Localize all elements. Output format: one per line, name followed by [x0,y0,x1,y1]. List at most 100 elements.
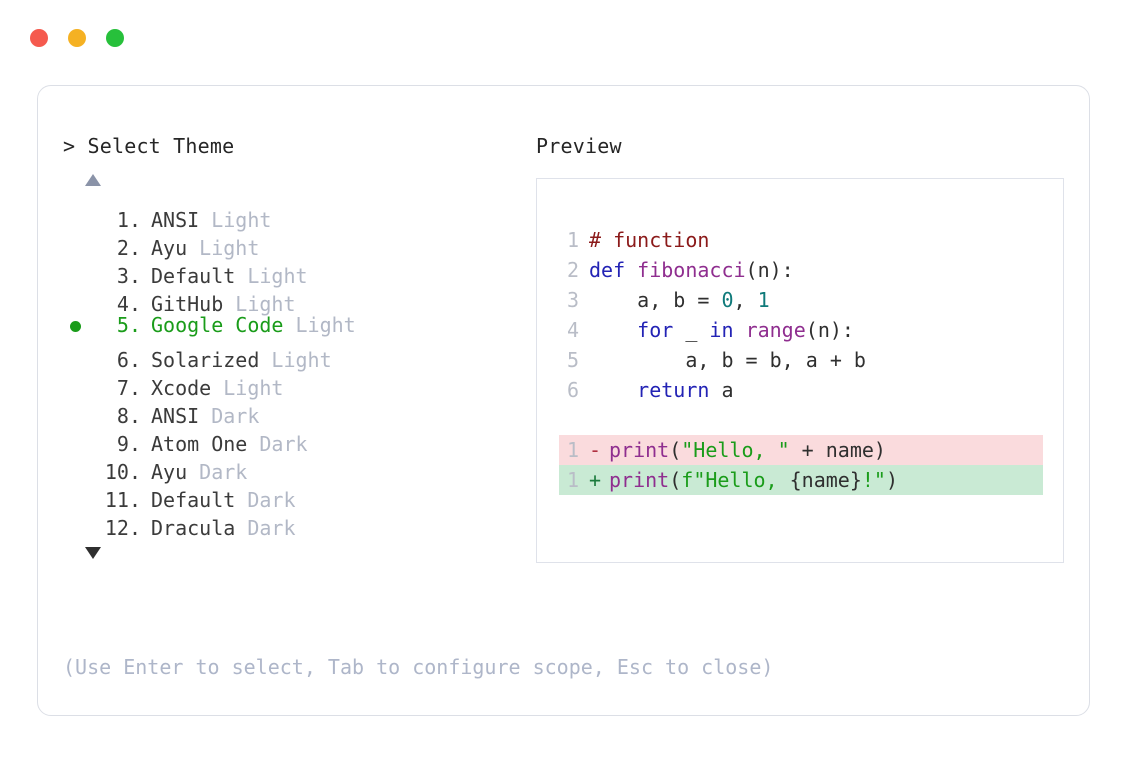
theme-item-index: 12. [104,516,141,540]
code-token-plain: {name} [789,468,862,492]
theme-item-variant: Light [235,264,308,288]
theme-item-variant: Dark [235,516,296,540]
code-token-keyword: return [637,378,710,402]
code-token-comment: # function [589,228,710,252]
theme-list-item[interactable]: 7.Xcode Light [63,367,533,400]
theme-item-variant: Light [199,208,272,232]
code-token-func: fibonacci [637,258,746,282]
code-token-plain: a, b = b, a + b [589,348,866,372]
keyboard-hint: (Use Enter to select, Tab to configure s… [63,655,774,679]
theme-item-name: GitHub Light [151,292,296,316]
theme-item-index: 11. [104,488,141,512]
theme-item-index: 2. [116,236,141,260]
theme-item-index: 5. [116,313,141,337]
theme-item-name: Solarized Light [151,348,332,372]
line-number: 6 [566,378,579,402]
code-token-plain: + name) [789,438,886,462]
code-diff-line-add: 1+print(f"Hello, {name}!") [559,465,1043,495]
code-line-text: print("Hello, " + name) [609,435,886,465]
code-token-string: "Hello, " [681,438,790,462]
theme-item-name: Atom One Dark [151,432,308,456]
theme-item-name: Dracula Dark [151,516,296,540]
close-window-button[interactable] [30,29,48,47]
code-token-plain: a, b = [589,288,722,312]
theme-item-variant: Dark [235,488,296,512]
theme-list-item[interactable]: 6. Solarized Light [63,339,533,372]
theme-list-item[interactable]: 12. Dracula Dark [63,507,533,540]
theme-list-item[interactable]: 4. GitHub Light [63,283,533,316]
theme-item-variant: Light [211,376,284,400]
selection-bullet-cell [63,255,93,283]
maximize-window-button[interactable] [106,29,124,47]
theme-list-item[interactable]: 5. Google Code Light [63,311,533,339]
code-token-func: print [609,438,670,462]
theme-list-item[interactable]: 1.ANSI Light [63,199,533,232]
diff-sign: - [589,438,602,462]
selection-bullet-cell [63,423,93,451]
code-token-keyword: def [589,258,638,282]
code-token-plain: , [733,288,758,312]
theme-item-name: Xcode Light [151,376,284,400]
selection-bullet-cell [63,313,93,341]
theme-item-index: 9. [116,432,141,456]
code-diff-line-del: 1-print("Hello, " + name) [559,435,1043,465]
line-number: 1 [566,468,579,492]
theme-list-item[interactable]: 2.Ayu Light [63,227,533,260]
selection-bullet-cell [63,283,93,311]
code-token-func: print [609,468,670,492]
theme-item-index: 6. [116,348,141,372]
theme-item-name: Default Light [151,264,308,288]
line-number: 1 [566,438,579,462]
code-token-string: f [681,468,694,492]
scroll-up-icon[interactable] [85,174,101,186]
code-line-text: a, b = 0, 1 [589,285,769,315]
code-token-num: 0 [721,288,734,312]
line-number: 5 [566,348,579,372]
theme-item-name: ANSI Dark [151,404,260,428]
code-line-text: def fibonacci(n): [589,255,794,285]
code-token-punct: (n): [745,258,794,282]
theme-list-item[interactable]: 10.Ayu Dark [63,451,533,484]
theme-item-name: Default Dark [151,488,296,512]
theme-item-index: 10. [104,460,141,484]
line-number: 2 [566,258,579,282]
selection-bullet-cell [63,227,93,255]
theme-item-variant: Dark [187,460,248,484]
prompt-title: > Select Theme [63,134,235,158]
code-line-text: return a [589,375,733,405]
line-number: 3 [566,288,579,312]
diff-sign: + [589,468,602,492]
code-line: 6 return a [559,375,1063,405]
theme-list-item[interactable]: 8.ANSI Dark [63,395,533,428]
theme-item-index: 3. [116,264,141,288]
selection-bullet-cell [63,367,93,395]
selection-bullet-cell [63,395,93,423]
code-line: 2 def fibonacci(n): [559,255,1063,285]
line-number: 1 [566,228,579,252]
theme-item-variant: Light [187,236,260,260]
theme-item-index: 4. [116,292,141,316]
theme-item-variant: Light [223,292,296,316]
theme-list-item[interactable]: 3. Default Light [63,255,533,288]
code-token-plain [589,378,637,402]
code-line: 1 # function [559,225,1063,255]
minimize-window-button[interactable] [68,29,86,47]
theme-item-name: Google Code Light [151,313,356,337]
theme-list-item[interactable]: 11. Default Dark [63,479,533,512]
code-token-keyword: in [709,318,734,342]
theme-item-variant: Light [259,348,332,372]
code-line: 3 a, b = 0, 1 [559,285,1063,315]
line-number: 4 [566,318,579,342]
window-controls [30,29,124,47]
scroll-down-icon[interactable] [85,547,101,559]
code-line-text: for _ in range(n): [589,315,854,345]
theme-list-item[interactable]: 9. Atom One Dark [63,423,533,456]
code-token-punct: ) [885,468,899,492]
code-token-plain [589,318,637,342]
